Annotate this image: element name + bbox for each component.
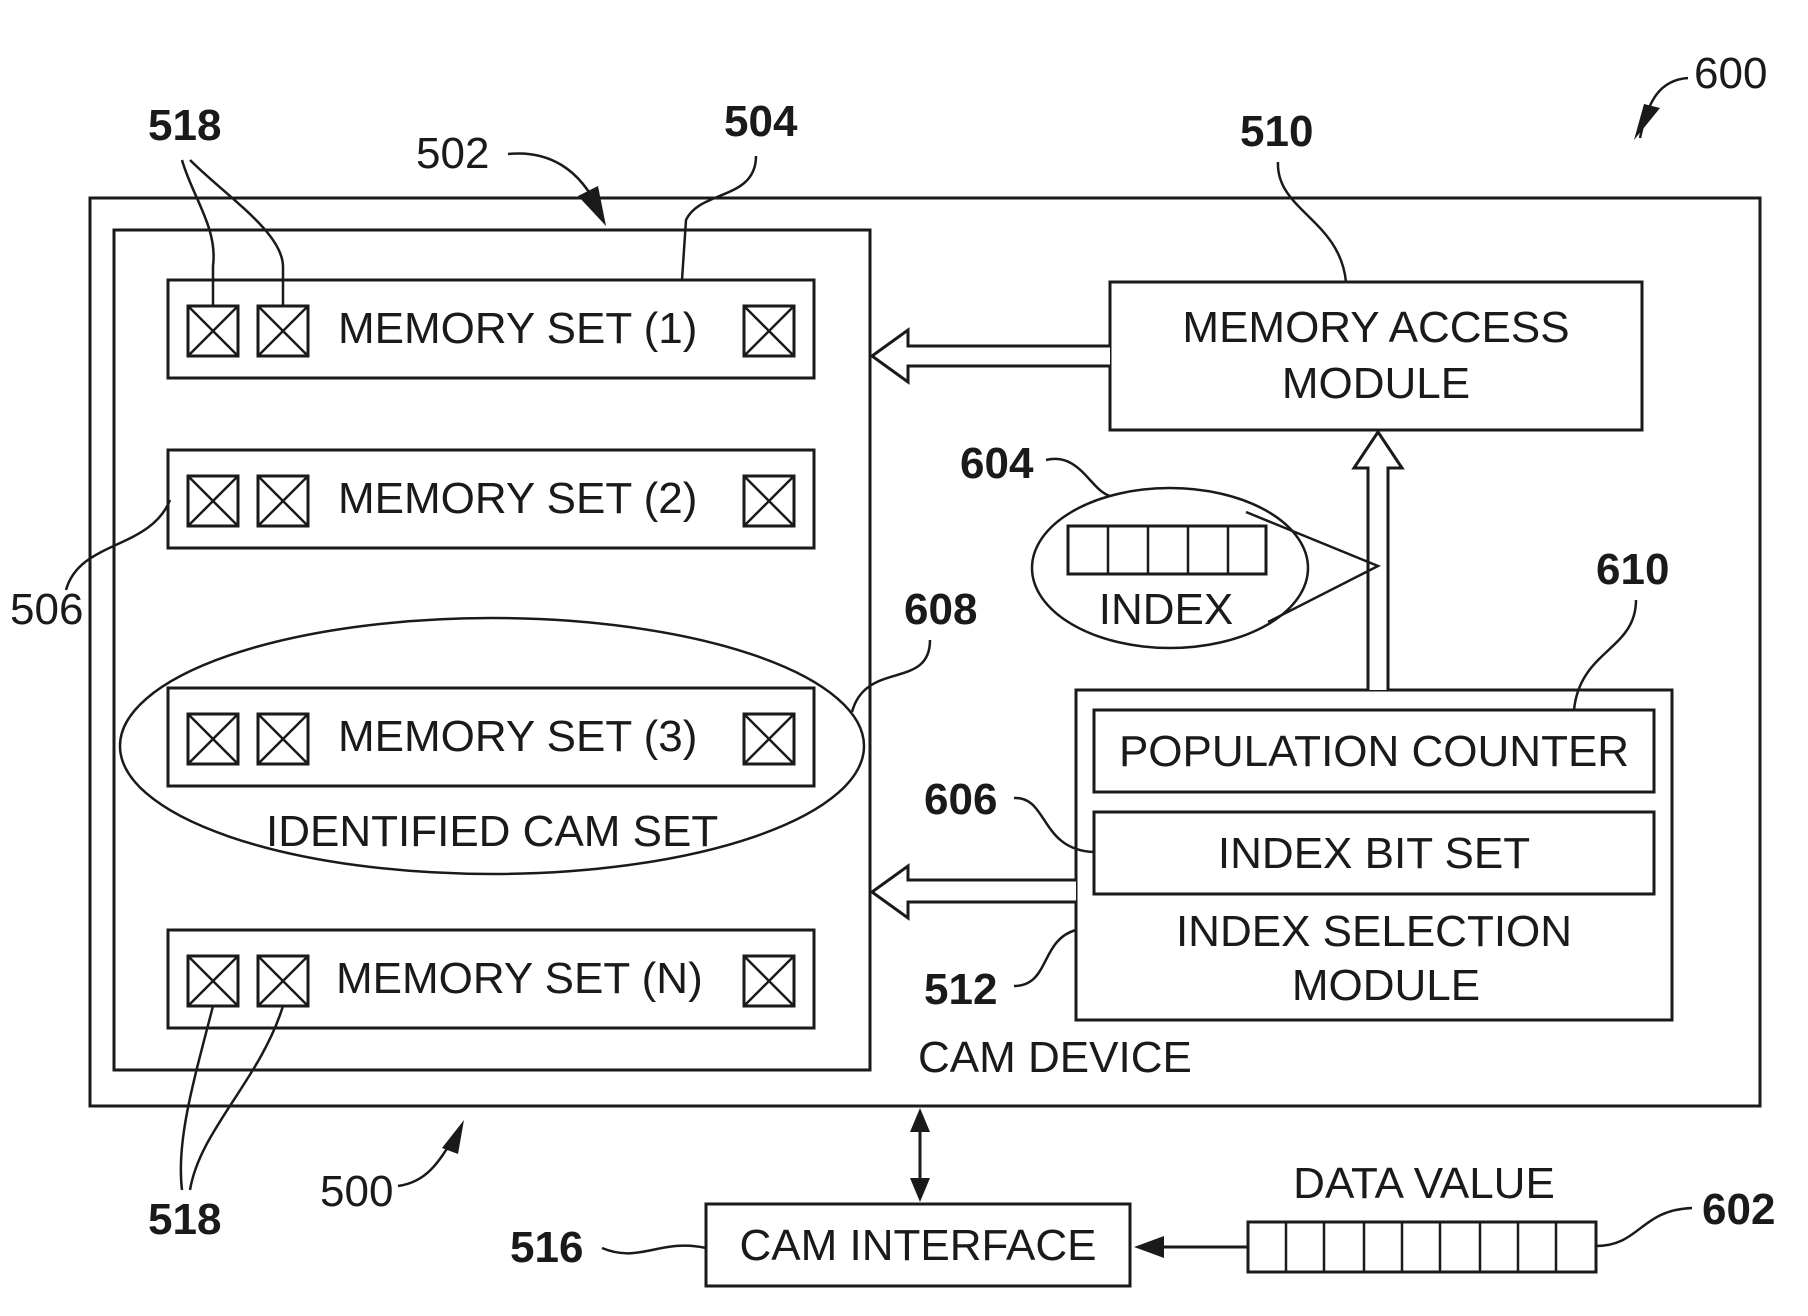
ref-502: 502 xyxy=(416,129,489,178)
identified-cam-set-label: IDENTIFIED CAM SET xyxy=(266,807,718,856)
index-bit-set-label: INDEX BIT SET xyxy=(1218,829,1530,878)
ref-504: 504 xyxy=(724,97,798,146)
cell-icon xyxy=(258,476,308,526)
ref-600-arrowhead xyxy=(1634,104,1660,140)
ref-518-top: 518 xyxy=(148,101,221,150)
ref-516: 516 xyxy=(510,1223,583,1272)
cell-icon xyxy=(188,306,238,356)
ref-604: 604 xyxy=(960,439,1034,488)
cell-icon xyxy=(258,306,308,356)
ref-602-leader xyxy=(1596,1208,1692,1246)
cell-icon xyxy=(744,714,794,764)
ref-512: 512 xyxy=(924,965,997,1014)
memory-set-label: MEMORY SET (N) xyxy=(336,954,703,1003)
memory-access-module-line1: MEMORY ACCESS xyxy=(1182,303,1569,352)
ref-610: 610 xyxy=(1596,545,1669,594)
cam-interface-label: CAM INTERFACE xyxy=(740,1221,1097,1270)
cell-icon xyxy=(188,714,238,764)
cell-icon xyxy=(258,956,308,1006)
memory-access-module-line2: MODULE xyxy=(1282,359,1470,408)
memory-set-row-n: MEMORY SET (N) xyxy=(168,930,814,1028)
memory-set-label: MEMORY SET (2) xyxy=(338,474,697,523)
ref-510: 510 xyxy=(1240,107,1313,156)
memory-set-label: MEMORY SET (1) xyxy=(338,304,697,353)
memory-set-row-3: MEMORY SET (3) xyxy=(168,688,814,786)
ref-506: 506 xyxy=(10,585,83,634)
index-selection-module-line1: INDEX SELECTION xyxy=(1176,907,1572,956)
cell-icon xyxy=(744,306,794,356)
bidirectional-arrow xyxy=(910,1108,930,1202)
cam-device-label: CAM DEVICE xyxy=(918,1033,1192,1082)
data-value-label: DATA VALUE xyxy=(1293,1159,1555,1208)
cell-icon xyxy=(744,476,794,526)
index-selection-module-line2: MODULE xyxy=(1292,961,1480,1010)
ref-606: 606 xyxy=(924,775,997,824)
ref-500: 500 xyxy=(320,1167,393,1216)
ref-600: 600 xyxy=(1694,49,1767,98)
index-register xyxy=(1068,526,1266,574)
ref-500-arrowhead xyxy=(442,1120,464,1154)
memory-set-row-2: MEMORY SET (2) xyxy=(168,450,814,548)
data-value-arrow xyxy=(1134,1236,1248,1258)
memory-set-row-1: MEMORY SET (1) xyxy=(168,280,814,378)
cell-icon xyxy=(188,956,238,1006)
ref-516-leader xyxy=(602,1246,706,1254)
ref-608: 608 xyxy=(904,585,977,634)
cell-icon xyxy=(188,476,238,526)
index-label: INDEX xyxy=(1099,585,1233,634)
data-value-register xyxy=(1248,1222,1596,1272)
ref-602: 602 xyxy=(1702,1185,1775,1234)
cell-icon xyxy=(258,714,308,764)
memory-set-label: MEMORY SET (3) xyxy=(338,712,697,761)
population-counter-label: POPULATION COUNTER xyxy=(1119,727,1629,776)
cell-icon xyxy=(744,956,794,1006)
ref-518-bottom: 518 xyxy=(148,1195,221,1244)
